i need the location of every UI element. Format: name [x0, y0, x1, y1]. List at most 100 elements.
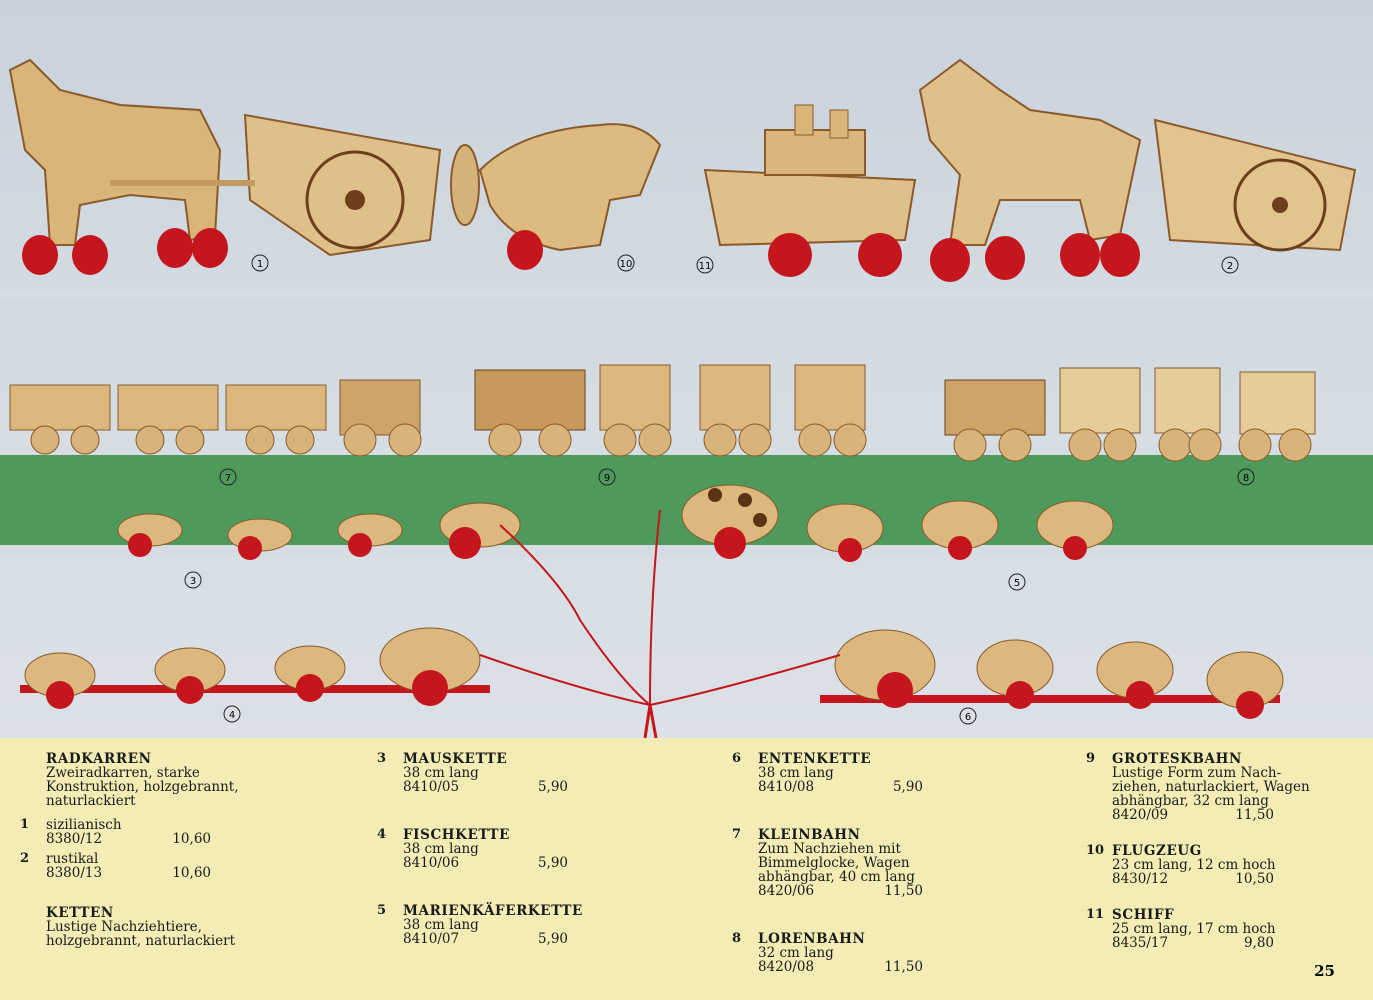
sub-entry-2: 2 rustikal 8380/13 10,60: [20, 851, 246, 881]
entry-desc-line: Bimmelglocke, Wagen: [758, 855, 910, 871]
catalog-entry-kleinbahn: 7 KLEINBAHN Zum Nachziehen mit Bimmelglo…: [732, 827, 923, 920]
entry-number: 11: [1086, 907, 1105, 922]
price: 5,90: [537, 931, 568, 947]
ship-toy: [703, 104, 917, 277]
figure-label-2: 2: [1221, 256, 1239, 274]
article-code: 8410/06: [403, 855, 460, 871]
horse-cart-toy: [918, 58, 1357, 282]
figure-label-1: 1: [251, 254, 269, 272]
entry-title: RADKARREN: [46, 751, 152, 767]
entry-desc-line: 38 cm lang: [403, 765, 479, 781]
figure-label-11: 11: [696, 256, 714, 274]
donkey-cart-toy: [8, 58, 442, 275]
figure-label-9: 9: [598, 468, 616, 486]
price: 10,60: [172, 865, 211, 881]
svg-text:9: 9: [604, 473, 610, 484]
airplane-toy: [450, 123, 662, 270]
fish-chain-toy: [20, 627, 490, 709]
entry-desc-line: 38 cm lang: [403, 917, 479, 933]
catalog-column-4: 9 GROTESKBAHN Lustige Form zum Nach- zie…: [1086, 751, 1310, 962]
entry-desc-line: Zweiradkarren, starke: [46, 765, 200, 781]
catalog-text-band: RADKARREN Zweiradkarren, starke Konstruk…: [0, 738, 1373, 1000]
entry-desc-line: holzgebrannt, naturlackiert: [46, 933, 236, 949]
article-code: 8410/07: [403, 931, 460, 947]
price: 10,50: [1235, 871, 1274, 887]
entry-title: KETTEN: [46, 905, 114, 921]
catalog-column-2: 3 MAUSKETTE 38 cm lang 8410/05 5,90 4 FI…: [377, 751, 583, 958]
catalog-entry-fischkette: 4 FISCHKETTE 38 cm lang 8410/06 5,90: [377, 827, 568, 892]
entry-desc-line: Konstruktion, holzgebrannt,: [46, 779, 239, 795]
entry-desc-line: 23 cm lang, 12 cm hoch: [1112, 857, 1276, 873]
price: 10,60: [172, 831, 211, 847]
entry-number: 6: [732, 751, 742, 766]
catalog-entry-ketten: KETTEN Lustige Nachziehtiere, holzgebran…: [46, 906, 246, 948]
price: 9,80: [1243, 935, 1274, 951]
entry-title: MARIENKÄFERKETTE: [403, 903, 583, 919]
entry-number: 4: [377, 827, 387, 842]
article-code: 8420/08: [758, 959, 815, 975]
catalog-entry-radkarren: RADKARREN Zweiradkarren, starke Konstruk…: [20, 751, 246, 881]
article-code: 8420/09: [1112, 807, 1169, 823]
svg-text:10: 10: [620, 259, 633, 270]
entry-title: MAUSKETTE: [403, 751, 508, 767]
svg-text:7: 7: [225, 473, 231, 484]
price: 11,50: [1235, 807, 1274, 823]
catalog-entry-mauskette: 3 MAUSKETTE 38 cm lang 8410/05 5,90: [377, 751, 568, 816]
lorenbahn-train-toy: [944, 367, 1316, 462]
price: 5,90: [892, 779, 923, 795]
svg-text:8: 8: [1243, 473, 1249, 484]
entry-desc-line: Lustige Nachziehtiere,: [46, 919, 202, 935]
price: 11,50: [884, 959, 923, 975]
entry-desc-line: ziehen, naturlackiert, Wagen: [1112, 779, 1310, 795]
catalog-entry-schiff: 11 SCHIFF 25 cm lang, 17 cm hoch 8435/17…: [1086, 907, 1276, 951]
entry-desc-line: rustikal: [46, 851, 99, 867]
entry-desc-line: Lustige Form zum Nach-: [1112, 765, 1282, 781]
figure-label-8: 8: [1237, 468, 1255, 486]
sub-entry-1: 1 sizilianisch 8380/12 10,60: [20, 817, 246, 847]
article-code: 8380/13: [46, 865, 103, 881]
article-code: 8380/12: [46, 831, 103, 847]
catalog-entry-entenkette: 6 ENTENKETTE 38 cm lang 8410/08 5,90: [732, 752, 923, 816]
figure-label-10: 10: [617, 254, 635, 272]
entry-desc-line: abhängbar, 32 cm lang: [1112, 793, 1269, 809]
entry-number: 9: [1086, 751, 1096, 766]
entry-title: FISCHKETTE: [403, 827, 511, 843]
entry-desc-line: naturlackiert: [46, 793, 136, 809]
catalog-entry-marienkaeferkette: 5 MARIENKÄFERKETTE 38 cm lang 8410/07 5,…: [377, 903, 583, 947]
svg-text:4: 4: [229, 710, 235, 721]
figure-label-6: 6: [959, 707, 977, 725]
article-code: 8420/06: [758, 883, 815, 899]
price: 11,50: [884, 883, 923, 899]
figure-label-5: 5: [1008, 573, 1026, 591]
svg-text:5: 5: [1014, 578, 1020, 589]
entry-title: GROTESKBAHN: [1112, 751, 1242, 767]
entry-desc-line: 25 cm lang, 17 cm hoch: [1112, 921, 1276, 937]
entry-title: KLEINBAHN: [758, 827, 861, 843]
entry-number: 1: [20, 817, 30, 832]
svg-text:11: 11: [699, 261, 712, 272]
page-number: 25: [1314, 962, 1335, 980]
entry-number: 3: [377, 751, 387, 766]
groteskbahn-train-toy: [474, 364, 867, 457]
figure-label-7: 7: [219, 468, 237, 486]
entry-desc-line: 38 cm lang: [403, 841, 479, 857]
kleinbahn-train-toy: [9, 379, 422, 457]
entry-desc-line: 32 cm lang: [758, 945, 834, 961]
entry-number: 7: [732, 827, 742, 842]
entry-desc-line: abhängbar, 40 cm lang: [758, 869, 915, 885]
catalog-entry-flugzeug: 10 FLUGZEUG 23 cm lang, 12 cm hoch 8430/…: [1086, 843, 1276, 896]
entry-title: SCHIFF: [1112, 907, 1175, 923]
catalog-column-3: 6 ENTENKETTE 38 cm lang 8410/08 5,90 7 K…: [732, 752, 923, 986]
entry-desc-line: Zum Nachziehen mit: [758, 841, 901, 857]
article-code: 8410/08: [758, 779, 815, 795]
entry-title: FLUGZEUG: [1112, 843, 1202, 859]
svg-text:6: 6: [965, 712, 971, 723]
entry-desc-line: sizilianisch: [46, 817, 122, 833]
price: 5,90: [537, 779, 568, 795]
ladybug-chain-toy: [681, 484, 1114, 562]
figure-label-3: 3: [184, 571, 202, 589]
green-shelf: [0, 455, 1373, 545]
toy-illustration: 1 10 11 2 7 9 8 3 5 4 6: [0, 58, 1373, 738]
entry-desc-line: 38 cm lang: [758, 765, 834, 781]
entry-number: 2: [20, 851, 30, 866]
